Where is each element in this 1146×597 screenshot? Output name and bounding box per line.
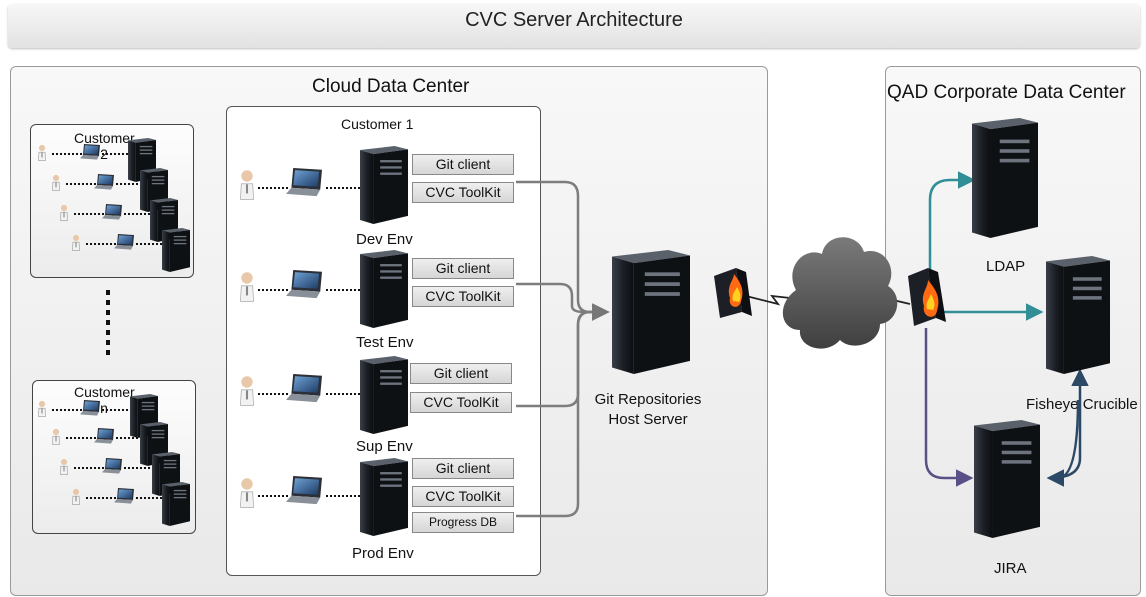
server-icon — [162, 482, 190, 526]
laptop-icon — [102, 204, 122, 220]
laptop-icon — [94, 428, 114, 444]
git-client-box: Git client — [412, 258, 514, 279]
server-icon — [360, 146, 408, 224]
user-icon — [52, 174, 60, 191]
cvc-toolkit-box: CVC ToolKit — [412, 286, 514, 307]
env-label-prod: Prod Env — [352, 545, 414, 562]
firewall-icon — [714, 268, 752, 318]
server-icon — [972, 118, 1038, 238]
laptop-icon — [286, 270, 322, 299]
qad-data-center-title: QAD Corporate Data Center — [887, 82, 1126, 103]
laptop-icon — [286, 476, 322, 505]
user-icon — [52, 428, 60, 445]
server-icon — [360, 356, 408, 434]
user-icon — [60, 458, 68, 475]
git-client-box: Git client — [410, 363, 512, 384]
git-client-box: Git client — [412, 154, 514, 175]
internet-cloud-icon — [782, 237, 898, 349]
laptop-icon — [286, 168, 322, 197]
env-label-sup: Sup Env — [356, 438, 413, 455]
diagram-title: CVC Server Architecture — [8, 4, 1140, 48]
user-icon — [38, 144, 46, 161]
jira-arrow — [924, 328, 974, 487]
env-label-test: Test Env — [356, 334, 414, 351]
ldap-label: LDAP — [986, 258, 1026, 275]
user-icon — [72, 488, 80, 505]
customer-n-title: Customer n — [74, 384, 135, 416]
cvc-toolkit-box: CVC ToolKit — [412, 182, 514, 203]
jira-label: JIRA — [994, 560, 1027, 577]
git-server-label: Git Repositories Host Server — [594, 391, 702, 428]
ldap-arrow — [928, 171, 976, 290]
fisheye-jira-link — [1049, 368, 1089, 480]
server-icon — [162, 228, 190, 272]
firewall-icon — [908, 268, 946, 326]
fisheye-crucible-label: Fisheye Crucible — [1026, 396, 1138, 413]
laptop-icon — [114, 488, 134, 504]
user-icon — [240, 272, 254, 302]
server-icon — [612, 250, 690, 374]
laptop-icon — [80, 144, 100, 160]
user-icon — [72, 234, 80, 251]
laptop-icon — [80, 400, 100, 416]
laptop-icon — [114, 234, 134, 250]
user-icon — [240, 376, 254, 406]
server-icon — [974, 420, 1040, 538]
user-icon — [240, 478, 254, 508]
progress-db-box: Progress DB — [412, 512, 514, 533]
git-client-box: Git client — [412, 458, 514, 479]
cloud-data-center-title: Cloud Data Center — [312, 76, 470, 97]
env-connectors — [516, 180, 610, 518]
laptop-icon — [102, 458, 122, 474]
user-icon — [60, 204, 68, 221]
server-icon — [360, 458, 408, 536]
laptop-icon — [94, 174, 114, 190]
laptop-icon — [286, 374, 322, 403]
user-icon — [240, 170, 254, 200]
customer-1-title: Customer 1 — [341, 116, 414, 132]
cvc-toolkit-box: CVC ToolKit — [412, 486, 514, 507]
cvc-toolkit-box: CVC ToolKit — [410, 392, 512, 413]
env-label-dev: Dev Env — [356, 231, 413, 248]
server-icon — [360, 250, 408, 328]
server-icon — [1046, 256, 1110, 374]
user-icon — [38, 400, 46, 417]
